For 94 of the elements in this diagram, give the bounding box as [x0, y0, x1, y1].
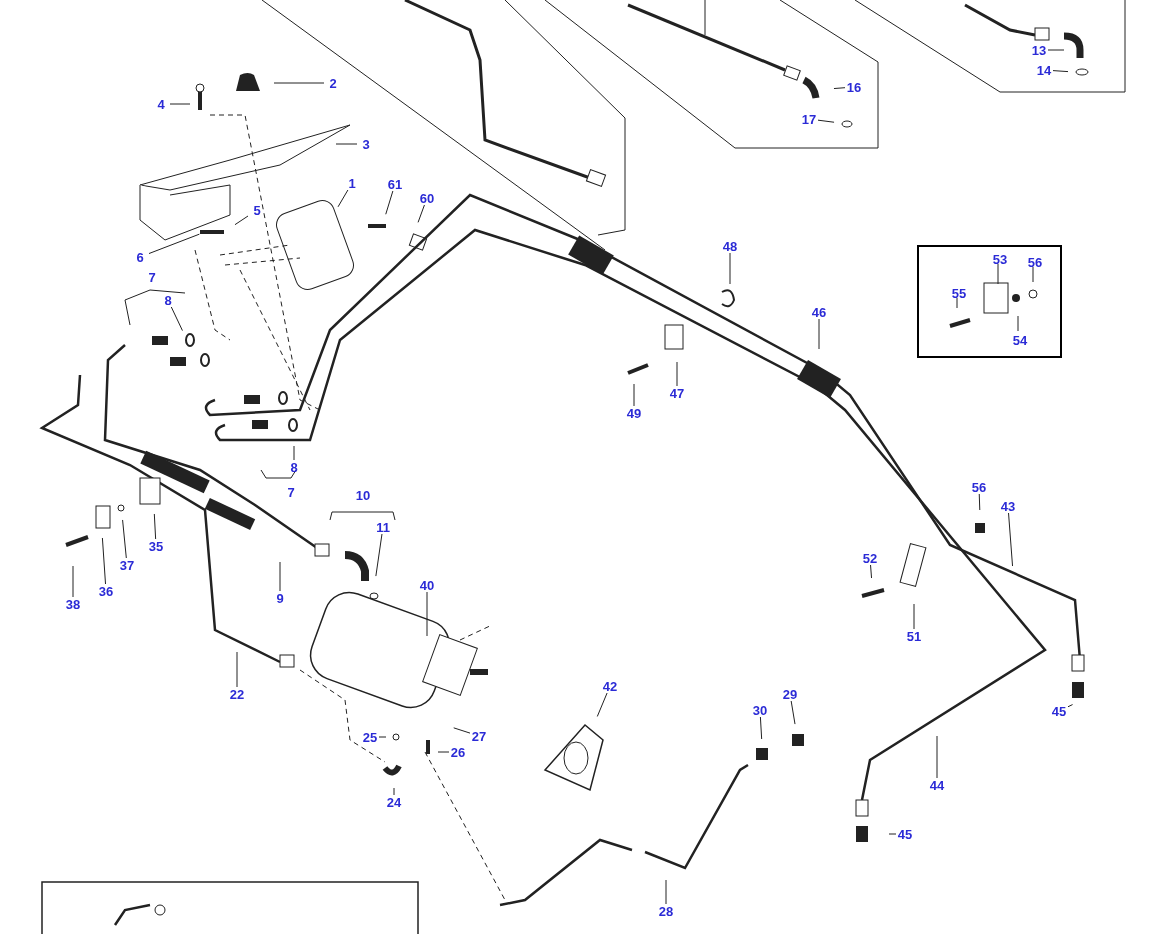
- callout-number: 30: [751, 703, 769, 717]
- callout-number: 40: [418, 578, 436, 592]
- leader-line: [913, 603, 915, 630]
- callout-number: 8: [159, 293, 177, 307]
- leader-line: [234, 215, 249, 226]
- callout-number: 51: [905, 629, 923, 643]
- callout-number: 14: [1035, 63, 1053, 77]
- leader-line: [936, 735, 938, 779]
- leader-line: [633, 383, 635, 407]
- leader-line: [385, 190, 394, 215]
- leader-line: [997, 263, 999, 285]
- callout-number: 7: [287, 485, 295, 499]
- callout-number: 52: [861, 551, 879, 565]
- leader-line: [293, 445, 295, 461]
- leader-line: [101, 537, 107, 585]
- callout-number: 48: [721, 239, 739, 253]
- leader-line: [1052, 70, 1069, 73]
- callout-number: 49: [625, 406, 643, 420]
- callout-number: 28: [657, 904, 675, 918]
- leader-line: [279, 561, 281, 592]
- callout-number: 5: [248, 203, 266, 217]
- callout-number: 26: [449, 745, 467, 759]
- callout-number: 42: [601, 679, 619, 693]
- leader-line: [148, 233, 200, 255]
- callout-number: 6: [131, 250, 149, 264]
- callout-number: 60: [418, 191, 436, 205]
- callout-number: 22: [228, 687, 246, 701]
- callout-number: 45: [896, 827, 914, 841]
- leader-line: [236, 651, 238, 688]
- leader-line: [1067, 704, 1074, 708]
- leader-line: [729, 252, 731, 285]
- callout-number: 29: [781, 687, 799, 701]
- leader-line: [1017, 315, 1019, 332]
- callout-number: 44: [928, 778, 946, 792]
- leader-line: [676, 361, 678, 387]
- leader-line: [417, 204, 425, 223]
- leader-line: [833, 87, 846, 90]
- leader-line: [72, 565, 74, 598]
- callout-number: 56: [1026, 255, 1044, 269]
- callout-number: 35: [147, 539, 165, 553]
- leader-line: [153, 513, 157, 540]
- callout-number: 17: [800, 112, 818, 126]
- leader-line: [375, 533, 383, 577]
- callout-number: 53: [991, 252, 1009, 266]
- leader-line: [437, 751, 450, 753]
- callout-number: 36: [97, 584, 115, 598]
- leader-line: [817, 119, 835, 123]
- leader-line: [1008, 512, 1014, 567]
- callout-number: 25: [361, 730, 379, 744]
- callout-number: 61: [386, 177, 404, 191]
- callout-number: 2: [324, 76, 342, 90]
- callout-number: 38: [64, 597, 82, 611]
- inset-frame: [917, 245, 1062, 358]
- leader-line: [978, 493, 981, 511]
- leader-line: [453, 727, 471, 734]
- leader-line: [956, 297, 958, 309]
- leader-line: [122, 519, 127, 559]
- callout-number: 24: [385, 795, 403, 809]
- callout-number: 11: [374, 520, 392, 534]
- leader-line: [818, 318, 820, 350]
- leader-line: [169, 103, 191, 105]
- callout-number: 37: [118, 558, 136, 572]
- leader-line: [1032, 266, 1034, 283]
- callout-number: 43: [999, 499, 1017, 513]
- callout-number: 54: [1011, 333, 1029, 347]
- leader-line: [759, 716, 763, 740]
- callout-number: 3: [357, 137, 375, 151]
- callout-number: 45: [1050, 704, 1068, 718]
- leader-line: [335, 143, 358, 145]
- callout-number: 56: [970, 480, 988, 494]
- leader-line: [393, 787, 395, 796]
- leader-line: [426, 591, 428, 637]
- callout-number: 47: [668, 386, 686, 400]
- callout-number: 1: [343, 176, 361, 190]
- callout-number: 27: [470, 729, 488, 743]
- callout-number: 16: [845, 80, 863, 94]
- leader-line: [337, 189, 349, 208]
- leader-line: [790, 700, 796, 725]
- leader-line: [170, 306, 183, 332]
- callout-number: 46: [810, 305, 828, 319]
- leader-line: [273, 82, 325, 84]
- leader-line: [596, 692, 608, 717]
- callout-number: 8: [285, 460, 303, 474]
- leader-line: [665, 879, 667, 905]
- leader-line: [378, 736, 387, 738]
- callout-number: 9: [271, 591, 289, 605]
- leader-line: [1047, 49, 1065, 51]
- callout-number: 10: [355, 488, 371, 502]
- leader-line: [870, 564, 873, 579]
- callout-number: 13: [1030, 43, 1048, 57]
- callout-number: 7: [148, 270, 156, 284]
- leader-line: [888, 833, 897, 835]
- callout-number: 55: [950, 286, 968, 300]
- callout-number: 4: [152, 97, 170, 111]
